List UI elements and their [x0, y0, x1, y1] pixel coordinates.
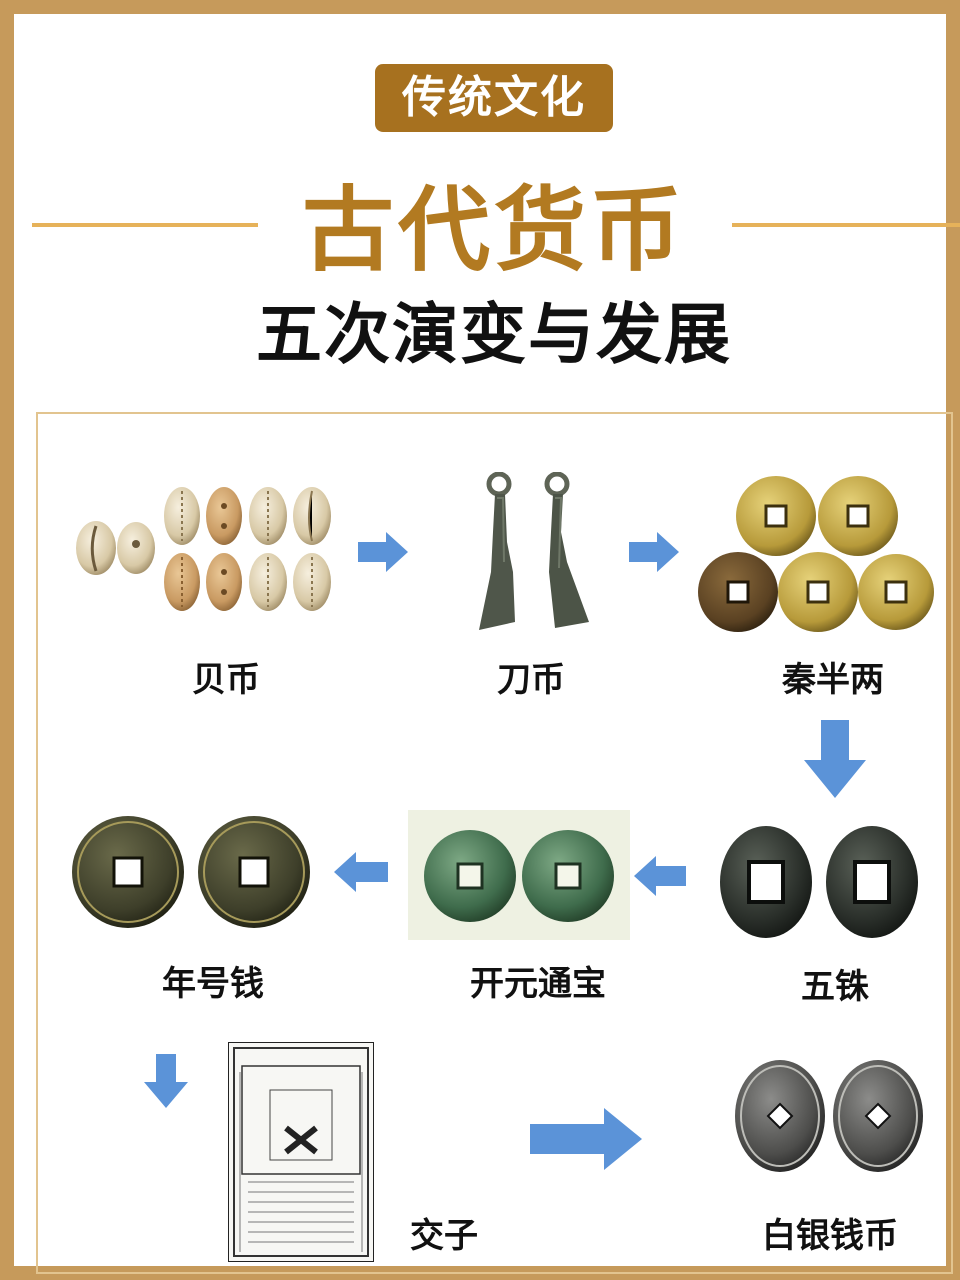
stage-label-qinbanliang: 秦半两: [782, 660, 884, 700]
stage-label-nianhaoqian: 年号钱: [162, 964, 264, 1004]
arrow-left-icon: [334, 852, 388, 892]
stage-label-daobi: 刀币: [497, 660, 565, 700]
kai-yuan-coins-image: [408, 810, 630, 940]
silver-coins-image: [730, 1054, 930, 1184]
wu-zhu-coins-image: [714, 822, 924, 942]
page-subtitle: 五次演变与发展: [256, 296, 732, 373]
stage-label-jiaozi: 交子: [410, 1216, 478, 1256]
jiaozi-banknote-image: [228, 1042, 374, 1262]
knife-coins-image: [469, 472, 599, 632]
stage-label-beibi: 贝币: [192, 660, 260, 700]
stage-label-baiyinqianbi: 白银钱币: [762, 1216, 898, 1256]
reign-title-coins-image: [68, 814, 318, 934]
arrow-right-icon: [629, 532, 679, 572]
ban-liang-coins-image: [698, 472, 938, 637]
title-rule-left: [32, 223, 258, 227]
page-title: 古代货币: [301, 177, 686, 284]
title-rule-right: [732, 223, 960, 227]
cowrie-shells-image: [64, 476, 344, 626]
arrow-down-icon: [804, 720, 866, 798]
arrow-left-icon: [634, 856, 686, 896]
arrow-right-icon: [530, 1108, 642, 1170]
stage-label-kaiyuantongbao: 开元通宝: [470, 964, 606, 1004]
arrow-right-icon: [358, 532, 408, 572]
arrow-down-icon: [144, 1054, 188, 1108]
stage-label-wuzhu: 五铢: [801, 967, 869, 1007]
category-tag: 传统文化: [375, 64, 613, 132]
content-panel: [36, 412, 953, 1274]
